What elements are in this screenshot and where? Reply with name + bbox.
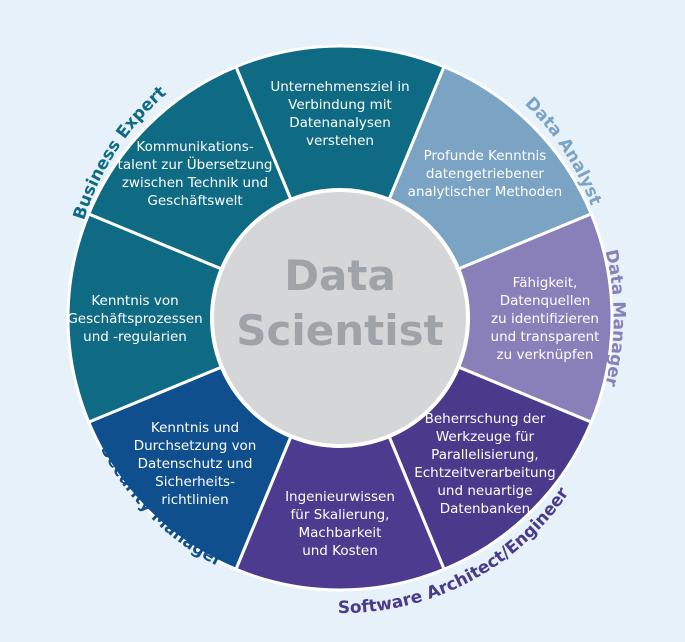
segment-faehigkeit-datenquellen-line: zu identifizieren xyxy=(491,311,599,327)
segment-datenschutz-line: Durchsetzung von xyxy=(134,438,257,454)
segment-geschaeftsprozesse-line: Kenntnis von xyxy=(91,293,178,309)
segment-faehigkeit-datenquellen-line: zu verknüpfen xyxy=(497,347,594,363)
center-circle xyxy=(210,188,470,448)
segment-profunde-kenntnis-line: Profunde Kenntnis xyxy=(424,148,547,164)
segment-profunde-kenntnis-text: Profunde Kenntnis datengetriebener analyti… xyxy=(408,148,563,200)
segment-kommunikation-text: Kommunikations-talent zur Übersetzung zwi… xyxy=(118,139,273,209)
center-title-line2: Scientist xyxy=(236,306,443,355)
segment-unternehmensziel-line: Verbindung mit xyxy=(288,97,392,113)
segment-werkzeuge-line: Parallelisierung, xyxy=(431,447,539,463)
segment-unternehmensziel-line: verstehen xyxy=(306,133,374,149)
segment-werkzeuge-line: Echtzeitverarbeitung xyxy=(414,465,556,481)
segment-unternehmensziel-line: Datenanalysen xyxy=(289,115,391,131)
segment-profunde-kenntnis-line: datengetriebener xyxy=(426,166,545,182)
segment-unternehmensziel-line: Unternehmensziel in xyxy=(270,79,409,95)
segment-ingenieurwissen-text: Ingenieurwissen für Skalierung, Machbarkei… xyxy=(285,489,395,559)
segment-datenschutz-line: Kenntnis und xyxy=(151,420,239,436)
segment-ingenieurwissen-line: für Skalierung, xyxy=(291,507,390,523)
segment-geschaeftsprozesse-line: und -regularien xyxy=(83,329,187,345)
segment-profunde-kenntnis-line: analytischer Methoden xyxy=(408,184,563,200)
segment-kommunikation-line: zwischen Technik und xyxy=(122,175,268,191)
segment-werkzeuge-line: Beherrschung der xyxy=(425,411,546,427)
segment-werkzeuge-line: Werkzeuge für xyxy=(436,429,535,445)
center-title-line1: Data xyxy=(284,251,396,300)
segment-faehigkeit-datenquellen-line: Datenquellen xyxy=(500,293,591,309)
segment-datenschutz-line: richtlinien xyxy=(161,492,228,508)
segment-kommunikation-line: Kommunikations- xyxy=(136,139,253,155)
segment-werkzeuge-line: Datenbanken xyxy=(440,501,530,517)
segment-faehigkeit-datenquellen-line: und transparent xyxy=(491,329,600,345)
segment-ingenieurwissen-line: Ingenieurwissen xyxy=(285,489,395,505)
segment-geschaeftsprozesse-line: Geschäftsprozessen xyxy=(67,311,202,327)
segment-ingenieurwissen-line: und Kosten xyxy=(302,543,378,559)
segment-datenschutz-line: Sicherheits- xyxy=(155,474,235,490)
segment-faehigkeit-datenquellen-line: Fähigkeit, xyxy=(513,275,578,291)
segment-faehigkeit-datenquellen-text: Fähigkeit, Datenquellen zu identifizieren u… xyxy=(491,275,600,363)
segment-werkzeuge-line: und neuartige xyxy=(437,483,532,499)
segment-ingenieurwissen-line: Machbarkeit xyxy=(299,525,382,541)
segment-kommunikation-line: Geschäftswelt xyxy=(147,193,242,209)
segment-datenschutz-line: Datenschutz und xyxy=(138,456,253,472)
segment-kommunikation-line: talent zur Übersetzung xyxy=(118,155,273,173)
